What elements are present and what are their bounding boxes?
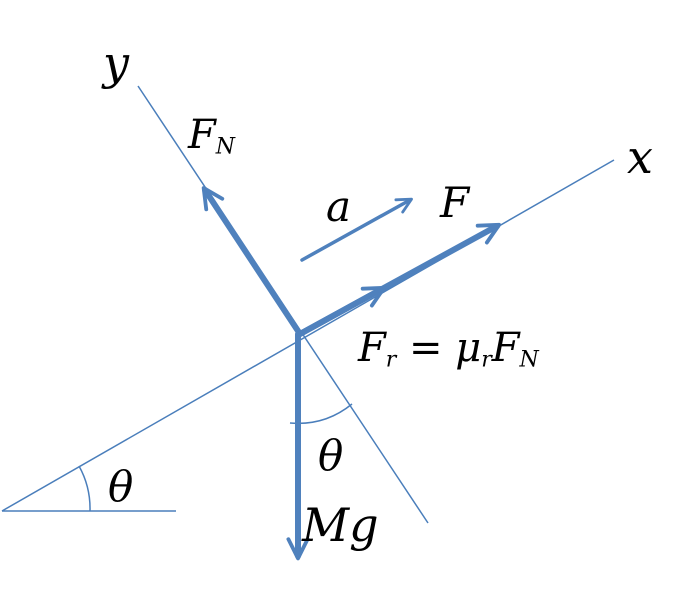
acceleration-label: a	[326, 182, 352, 231]
friction-equation: Fr = μrFN	[358, 325, 539, 373]
friction-force-arrow	[297, 285, 387, 337]
y-axis-label: y	[103, 36, 129, 90]
x-axis-label: x	[627, 130, 653, 184]
x-axis-line	[1, 159, 615, 512]
normal-force-arrow	[201, 186, 303, 337]
incline-angle-label: θ	[108, 462, 134, 511]
weight-label: Mg	[302, 498, 379, 552]
normal-force-label: FN	[188, 112, 236, 160]
acceleration-arrow	[300, 197, 413, 262]
weight-angle-label: θ	[318, 431, 344, 480]
applied-force-label: F	[440, 178, 470, 227]
incline-angle-arc	[78, 465, 91, 512]
